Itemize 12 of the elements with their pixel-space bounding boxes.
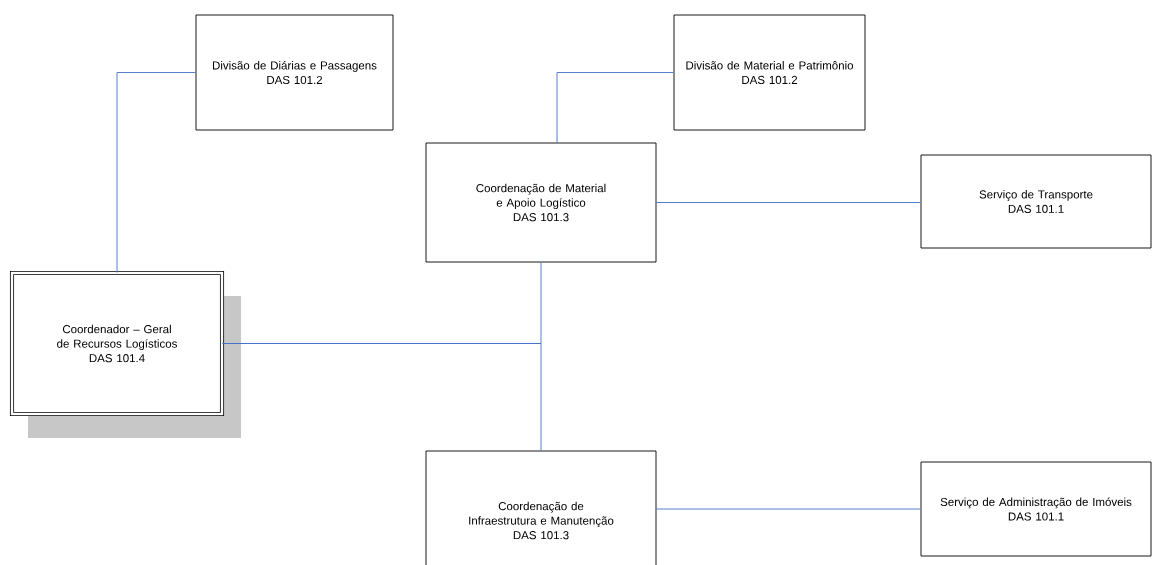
connector-line [656, 508, 921, 510]
org-box: Serviço de Administração de Imóveis DAS 101.1 [920, 461, 1152, 557]
connector-line [656, 202, 921, 203]
org-box: Coordenação de Material e Apoio Logístico DAS 101.3 [425, 142, 657, 263]
org-box: Divisão de Diárias e Passagens DAS 101.2 [195, 14, 394, 131]
connector-line [221, 343, 542, 451]
org-box: Coordenador – Geral de Recursos Logísticos DAS 101.4 [9, 270, 241, 438]
org-box: Serviço de Transporte DAS 101.1 [920, 154, 1152, 249]
connector-line [116, 72, 196, 274]
org-box: Coordenação de Infraestrutura e Manutenção DAS 101.3 [425, 450, 657, 565]
org-box: Divisão de Material e Patrimônio DAS 101.2 [673, 14, 866, 131]
connector-line [556, 72, 674, 143]
